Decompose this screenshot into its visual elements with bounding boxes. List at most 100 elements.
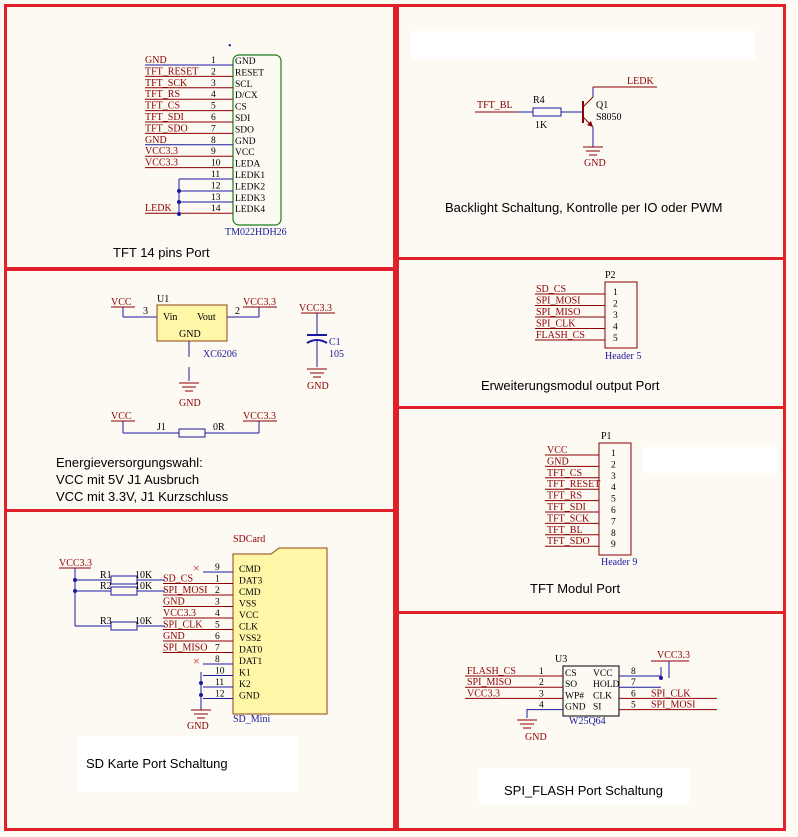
sd-resistor-ref: R2 — [100, 581, 112, 592]
u3-vcc-net: VCC3.3 — [657, 650, 690, 661]
ledk-bus — [178, 178, 233, 214]
u1-gnd: GND — [179, 329, 201, 340]
ext-pin-number: 2 — [613, 300, 618, 310]
blank-box — [411, 31, 755, 59]
sd-resistor-ref: R3 — [100, 616, 112, 627]
power-caption-line-2: VCC mit 5V J1 Ausbruch — [56, 472, 200, 487]
ext-net-label: FLASH_CS — [536, 330, 585, 341]
power-caption-line-3: VCC mit 3.3V, J1 Kurzschluss — [56, 489, 229, 504]
sd-pin-name: K1 — [239, 669, 251, 679]
u1-pin-in: 3 — [143, 306, 148, 317]
tft14-pin-number: 14 — [211, 204, 221, 214]
tft14-pin-name: SCL — [235, 80, 253, 90]
blank-box-4 — [479, 768, 689, 804]
sd-pin-name: DAT3 — [239, 577, 262, 587]
u3-right-pin-name: SI — [593, 703, 601, 713]
tft14-pin-name: LEDK3 — [235, 194, 265, 204]
tft14-pin-number: 2 — [211, 67, 216, 77]
tft14-caption: TFT 14 pins Port — [113, 245, 210, 260]
ext-net-label: SPI_MISO — [536, 307, 580, 318]
j1-resistor — [178, 428, 206, 438]
tft14-net-label: LEDK — [145, 203, 172, 214]
r4-resistor — [532, 107, 562, 117]
sd-pin-number: 10 — [215, 667, 225, 677]
sd-pin-number: 7 — [215, 644, 220, 654]
tft14-pin-name: LEDA — [235, 160, 260, 170]
j1-ref: J1 — [157, 422, 166, 433]
no-connect-x: × — [193, 654, 200, 668]
power-caption-line-1: Energieversorgungswahl: — [56, 455, 203, 470]
sd-pin-number: 1 — [215, 575, 220, 585]
sd-resistor-ref: R1 — [100, 570, 112, 581]
u3-right-pin-number: 5 — [631, 701, 636, 711]
sd-pin-name: DAT0 — [239, 646, 262, 656]
sd-pin-number: 5 — [215, 621, 220, 631]
c1-ref: C1 — [329, 337, 341, 348]
u1-net-vcc: VCC — [111, 297, 132, 308]
sd-pin-name: VCC — [239, 611, 259, 621]
j1-net-right: VCC3.3 — [243, 411, 276, 422]
tft14-pin-name: SDI — [235, 114, 250, 124]
sd-pin-number: 2 — [215, 586, 220, 596]
sd-net-label: SD_CS — [163, 574, 193, 585]
c1-value: 105 — [329, 349, 344, 360]
ext-pin-number: 4 — [613, 323, 618, 333]
tft14-net-label: TFT_SDO — [145, 123, 188, 134]
tftmod-pin-number: 5 — [611, 495, 616, 505]
ext-net-label: SPI_MOSI — [536, 296, 580, 307]
sd-pin-name: VSS — [239, 600, 256, 610]
sd-pin-number: 4 — [215, 609, 220, 619]
tft14-net-label: GND — [145, 55, 167, 66]
sd-caption: SD Karte Port Schaltung — [86, 756, 228, 771]
r4-value: 1K — [535, 120, 548, 131]
r4-ref: R4 — [533, 95, 545, 106]
tftmod-pin-number: 4 — [611, 483, 616, 493]
sd-ref: SDCard — [233, 534, 265, 545]
sd-pin-name: K2 — [239, 680, 251, 690]
tftmod-caption: TFT Modul Port — [530, 581, 621, 596]
u3-left-pin-name: CS — [565, 669, 577, 679]
q1-ref: Q1 — [596, 100, 608, 111]
u3-right-pin-name: CLK — [593, 691, 612, 701]
tft14-pin-number: 10 — [211, 159, 221, 169]
tft14-net-label: TFT_SDI — [145, 112, 184, 123]
tft14-pin-number: 7 — [211, 124, 216, 134]
sd-pin-number: 11 — [215, 678, 224, 688]
tft14-pin-name: LEDK2 — [235, 182, 265, 192]
p1-header-body — [598, 442, 632, 556]
ext-pin-number: 3 — [613, 311, 618, 321]
tft14-part-name: TM022HDH26 — [225, 227, 287, 238]
ext-pin-number: 1 — [613, 288, 618, 298]
sd-resistor — [110, 621, 138, 631]
c1-net: VCC3.3 — [299, 303, 332, 314]
tft14-pin-name: LEDK4 — [235, 205, 265, 215]
sd-gnd: GND — [187, 721, 209, 732]
tftmod-pin-number: 3 — [611, 472, 616, 482]
sd-resistor — [110, 586, 138, 596]
tftmod-pin-number: 6 — [611, 506, 616, 516]
ext-net-label: SPI_CLK — [536, 319, 576, 330]
tftmod-pin-number: 1 — [611, 449, 616, 459]
flash-caption: SPI_FLASH Port Schaltung — [504, 783, 663, 798]
tftmod-net-label: TFT_RESET — [547, 479, 600, 490]
u3-right-pin-name: VCC — [593, 669, 613, 679]
tft14-net-label: TFT_CS — [145, 101, 180, 112]
backlight-schematic: TFT_BL R4 1K Q1 S8050 LEDK GND — [475, 76, 657, 169]
tftmod-net-label: VCC — [547, 445, 568, 456]
u3-left-pin-name: SO — [565, 680, 577, 690]
sd-pin-name: CMD — [239, 565, 261, 575]
tftmod-net-label: TFT_BL — [547, 525, 583, 536]
tft14-net-label: GND — [145, 135, 167, 146]
tft14-pin-number: 9 — [211, 147, 216, 157]
sd-part: SD_Mini — [233, 714, 270, 725]
sd-resistor-value: 10K — [135, 570, 153, 581]
tft14-pin-number: 11 — [211, 170, 220, 180]
u1-gnd-sym: GND — [179, 398, 201, 409]
